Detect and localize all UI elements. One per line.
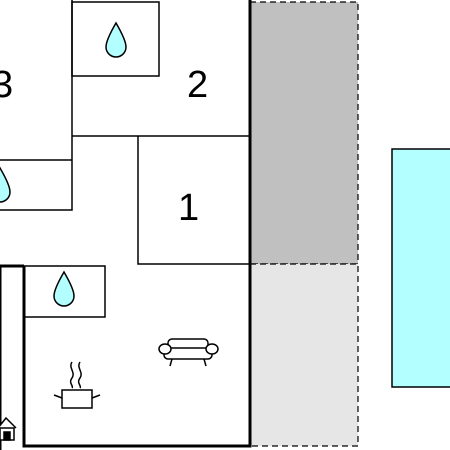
pool: [391, 148, 450, 388]
interior-walls: [0, 0, 250, 318]
room-label-2: 2: [187, 64, 208, 106]
cooking-pot-icon: [53, 361, 101, 409]
room-label-1: 1: [178, 187, 199, 229]
room-label-3: 3: [0, 64, 13, 106]
water-drop-icon: [53, 270, 75, 307]
terrace-upper: [249, 1, 359, 265]
fireplace-icon: [0, 416, 17, 441]
terrace-lower: [249, 263, 359, 447]
water-drop-icon: [105, 21, 127, 58]
water-drop-icon: [0, 166, 11, 203]
outer-wall: [22, 0, 252, 448]
sofa-icon: [158, 338, 219, 367]
